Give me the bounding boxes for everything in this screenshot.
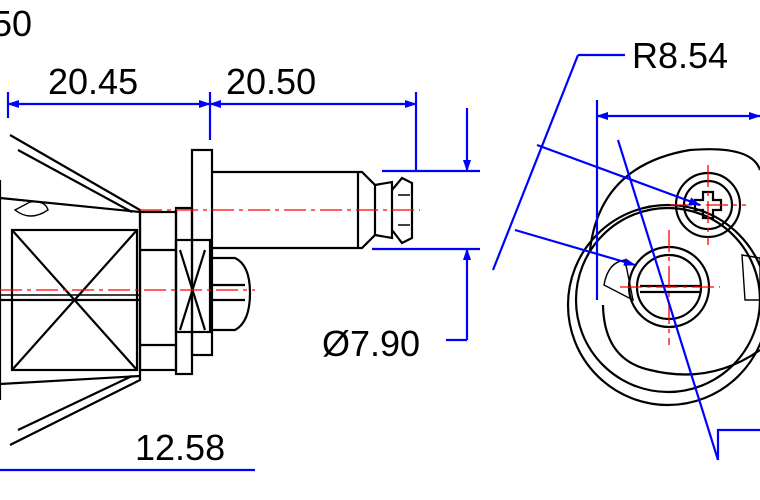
outer-rings: [566, 148, 760, 407]
dim-top-partial: 50: [0, 3, 32, 44]
screw-head: [212, 256, 252, 332]
length-dimensions: 20.45 20.50: [6, 61, 418, 170]
flared-body: [0, 134, 142, 446]
hex-collar: [138, 148, 214, 376]
dim-length-b: 20.50: [226, 61, 316, 102]
dim-bottom-length: 12.58: [135, 427, 225, 468]
radius-dimension: R8.54: [491, 35, 760, 461]
dim-diameter: Ø7.90: [322, 323, 420, 364]
bottom-dimension: 12.58: [0, 427, 255, 472]
dim-radius: R8.54: [632, 35, 728, 76]
front-view: R8.54: [491, 35, 760, 461]
dim-length-a: 20.45: [48, 61, 138, 102]
diameter-dimension: Ø7.90: [322, 108, 480, 364]
side-view: 50 20.45 20.50 Ø7.90 12.58: [0, 3, 480, 472]
